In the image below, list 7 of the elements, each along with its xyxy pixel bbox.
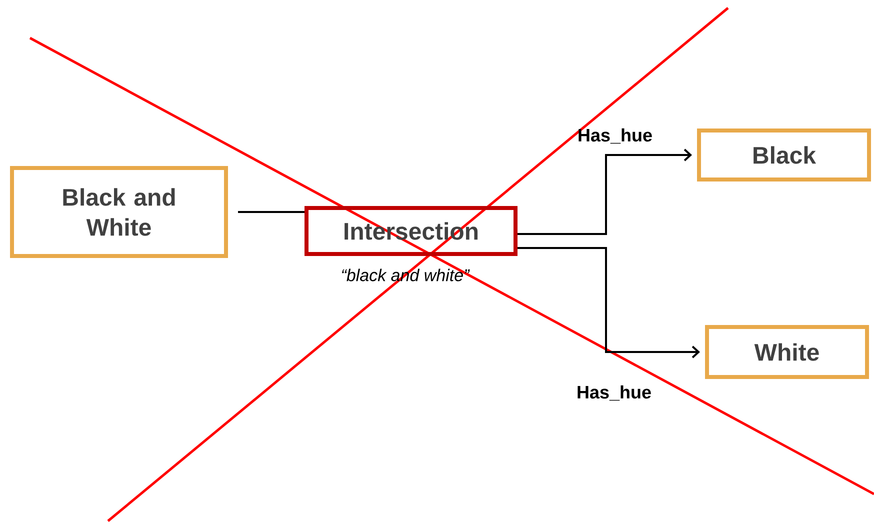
edge-label: Has_hue	[578, 385, 651, 401]
label-box: Black and White	[10, 166, 228, 258]
connector-arrow	[518, 148, 692, 235]
edge-label: Has_hue	[578, 128, 652, 144]
connector-arrow	[518, 247, 700, 358]
label-box: Black	[697, 128, 872, 182]
label-box: White	[705, 325, 870, 379]
